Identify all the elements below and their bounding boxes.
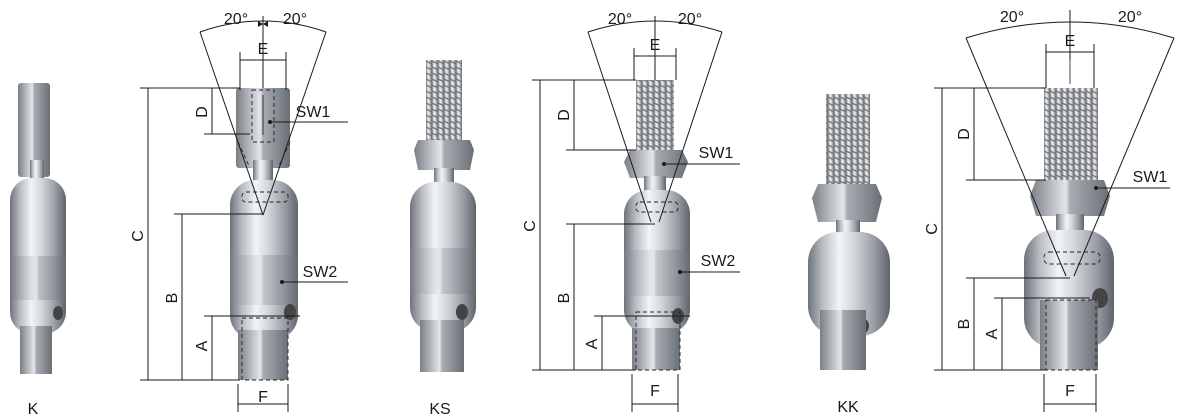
dim-D-2: D	[556, 109, 573, 121]
dim-D-1: D	[194, 106, 211, 118]
dim-F-1: F	[258, 389, 268, 406]
dim-B-1: B	[164, 293, 181, 304]
joint-KS	[410, 60, 476, 372]
joint-KK-dimensioned	[1024, 56, 1114, 371]
dim-E-2: E	[650, 37, 661, 54]
dim-C-2: C	[522, 220, 539, 232]
dim-A-1: A	[194, 340, 211, 351]
variant-label-KS: KS	[429, 401, 450, 418]
dim-F-3: F	[1065, 383, 1075, 400]
dim-E-1: E	[258, 41, 269, 58]
variant-label-KK: KK	[837, 399, 859, 416]
dim-SW1-1: SW1	[296, 104, 331, 121]
angle-left-3: 20°	[1000, 9, 1024, 26]
dim-SW2-1: SW2	[303, 264, 338, 281]
dim-A-3: A	[984, 328, 1001, 339]
angle-right-1: 20°	[283, 11, 307, 28]
joint-K-dimensioned	[230, 88, 298, 381]
dim-B-2: B	[556, 293, 573, 304]
variant-label-K: K	[28, 401, 39, 418]
dim-SW2-2: SW2	[701, 253, 736, 270]
dims-joint-KS	[532, 16, 740, 412]
dim-D-3: D	[956, 128, 973, 140]
dims-joint-KK	[934, 10, 1175, 412]
dim-E-3: E	[1065, 33, 1076, 50]
joint-K	[10, 83, 66, 374]
dims-joint-K	[140, 16, 348, 412]
dim-F-2: F	[650, 383, 660, 400]
dim-A-2: A	[584, 338, 601, 349]
dim-C-3: C	[924, 223, 941, 235]
angle-left-2: 20°	[608, 11, 632, 28]
angle-left-1: 20°	[224, 11, 248, 28]
labels: K KS KK 20° 20° E SW1 SW2 F C D B A 20° …	[28, 9, 1168, 418]
dim-SW1-2: SW1	[699, 145, 734, 162]
angle-right-2: 20°	[678, 11, 702, 28]
dim-C-1: C	[130, 230, 147, 242]
dim-SW1-3: SW1	[1133, 169, 1168, 186]
dim-B-3: B	[956, 319, 973, 330]
joint-KS-dimensioned	[624, 62, 690, 371]
joint-KK	[808, 94, 890, 370]
angle-right-3: 20°	[1118, 9, 1142, 26]
